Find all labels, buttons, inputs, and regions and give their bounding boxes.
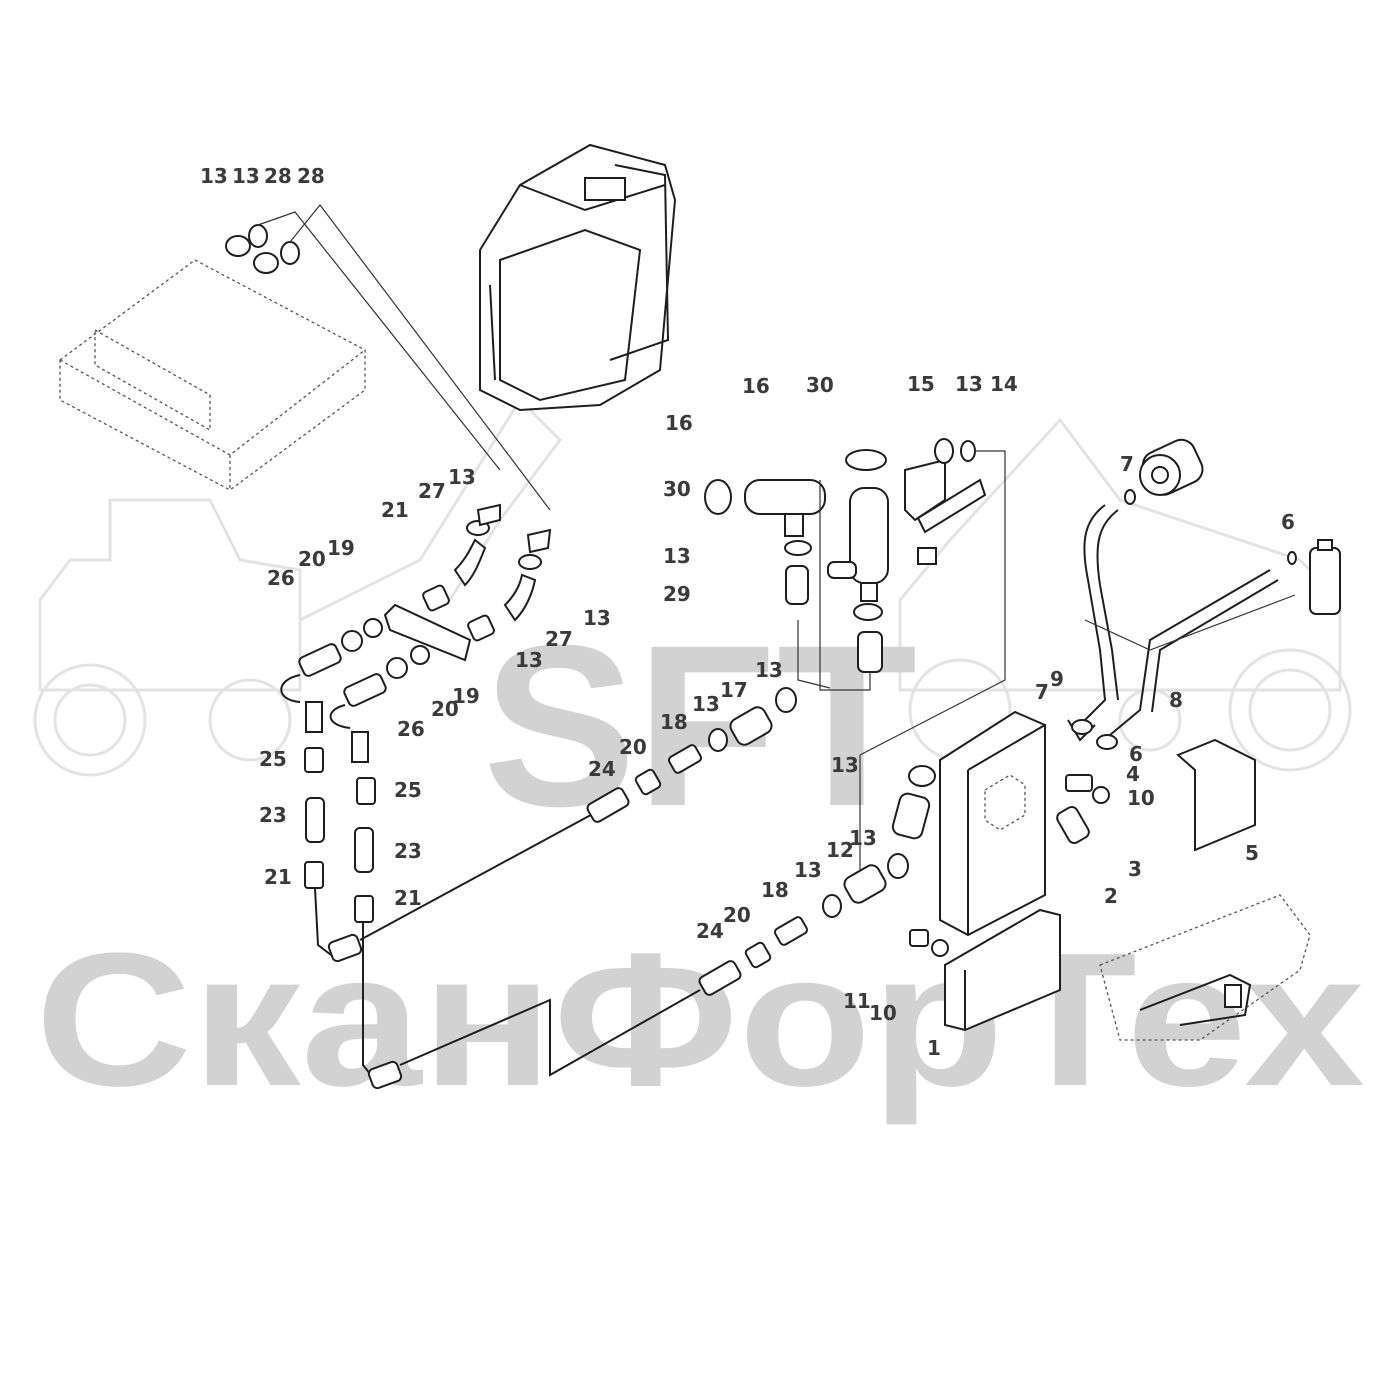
callout-label: 24 xyxy=(696,919,724,943)
callout-label: 5 xyxy=(1245,841,1259,865)
heater-unit xyxy=(859,710,1118,937)
callout-label: 10 xyxy=(1127,786,1155,810)
callout-label: 23 xyxy=(394,839,422,863)
callout-label: 30 xyxy=(806,373,834,397)
callout-label: 17 xyxy=(720,678,748,702)
callout-label: 28 xyxy=(264,164,292,188)
callout-label: 27 xyxy=(545,627,573,651)
callout-label: 28 xyxy=(297,164,325,188)
callout-label: 19 xyxy=(452,684,480,708)
callout-label: 19 xyxy=(327,536,355,560)
callout-label: 21 xyxy=(381,498,409,522)
callout-label: 13 xyxy=(831,753,859,777)
callout-label: 10 xyxy=(869,1001,897,1025)
callout-label: 24 xyxy=(588,757,616,781)
engine-hood-outline xyxy=(59,259,366,491)
callout-label: 6 xyxy=(1129,742,1143,766)
callout-label: 20 xyxy=(431,697,459,721)
watermark-top-text: SFT xyxy=(483,597,917,854)
callout-label: 4 xyxy=(1126,762,1140,786)
watermark-bottom-text: СканФорТех xyxy=(35,914,1365,1126)
callout-label: 13 xyxy=(448,465,476,489)
callout-label: 13 xyxy=(232,164,260,188)
callout-label: 13 xyxy=(515,648,543,672)
callout-label: 14 xyxy=(990,372,1018,396)
callout-label: 11 xyxy=(843,989,871,1013)
top-clamps-group xyxy=(225,204,551,511)
callout-label: 7 xyxy=(1120,452,1134,476)
callout-label: 9 xyxy=(1050,667,1064,691)
watermark-tractor-right xyxy=(898,417,1352,772)
callout-label: 13 xyxy=(200,164,228,188)
callout-label: 29 xyxy=(663,582,691,606)
callout-label: 15 xyxy=(907,372,935,396)
callout-label: 20 xyxy=(298,547,326,571)
callout-label: 12 xyxy=(826,838,854,862)
callout-label: 18 xyxy=(761,878,789,902)
mounting-bracket xyxy=(909,908,1061,1032)
callout-label: 18 xyxy=(660,710,688,734)
watermark: SFT СканФорТех xyxy=(33,397,1365,1126)
callout-label: 25 xyxy=(394,778,422,802)
callout-label: 20 xyxy=(619,735,647,759)
shield-plate xyxy=(1176,738,1256,852)
callout-label: 21 xyxy=(264,865,292,889)
callout-label: 16 xyxy=(742,374,770,398)
callout-label: 13 xyxy=(955,372,983,396)
filter-group xyxy=(704,438,1006,756)
callout-label: 13 xyxy=(755,658,783,682)
callout-label: 13 xyxy=(794,858,822,882)
callout-label: 16 xyxy=(665,411,693,435)
center-fittings-group xyxy=(586,687,909,996)
tractor-cab xyxy=(479,143,677,412)
callout-label: 1 xyxy=(927,1036,941,1060)
callout-label: 7 xyxy=(1035,680,1049,704)
callout-label: 26 xyxy=(397,717,425,741)
callout-labels: 13 13 28 28 16 30 15 13 14 16 30 13 29 7… xyxy=(200,164,1295,1060)
compressor-group xyxy=(1079,438,1341,736)
callout-label: 21 xyxy=(394,886,422,910)
callout-label: 25 xyxy=(259,747,287,771)
callout-label: 13 xyxy=(663,544,691,568)
callout-label: 30 xyxy=(663,477,691,501)
chassis-outline xyxy=(1099,894,1311,1041)
callout-label: 20 xyxy=(723,903,751,927)
callout-label: 6 xyxy=(1281,510,1295,534)
callout-label: 13 xyxy=(849,826,877,850)
left-fittings-group xyxy=(280,503,552,729)
callout-label: 8 xyxy=(1169,688,1183,712)
callout-label: 2 xyxy=(1104,884,1118,908)
callout-label: 13 xyxy=(692,692,720,716)
callout-label: 23 xyxy=(259,803,287,827)
callout-label: 27 xyxy=(418,479,446,503)
callout-label: 26 xyxy=(267,566,295,590)
watermark-tractor-left xyxy=(33,397,562,777)
vertical-adapters-group xyxy=(304,701,701,1090)
callout-label: 3 xyxy=(1128,857,1142,881)
callout-label: 13 xyxy=(583,606,611,630)
